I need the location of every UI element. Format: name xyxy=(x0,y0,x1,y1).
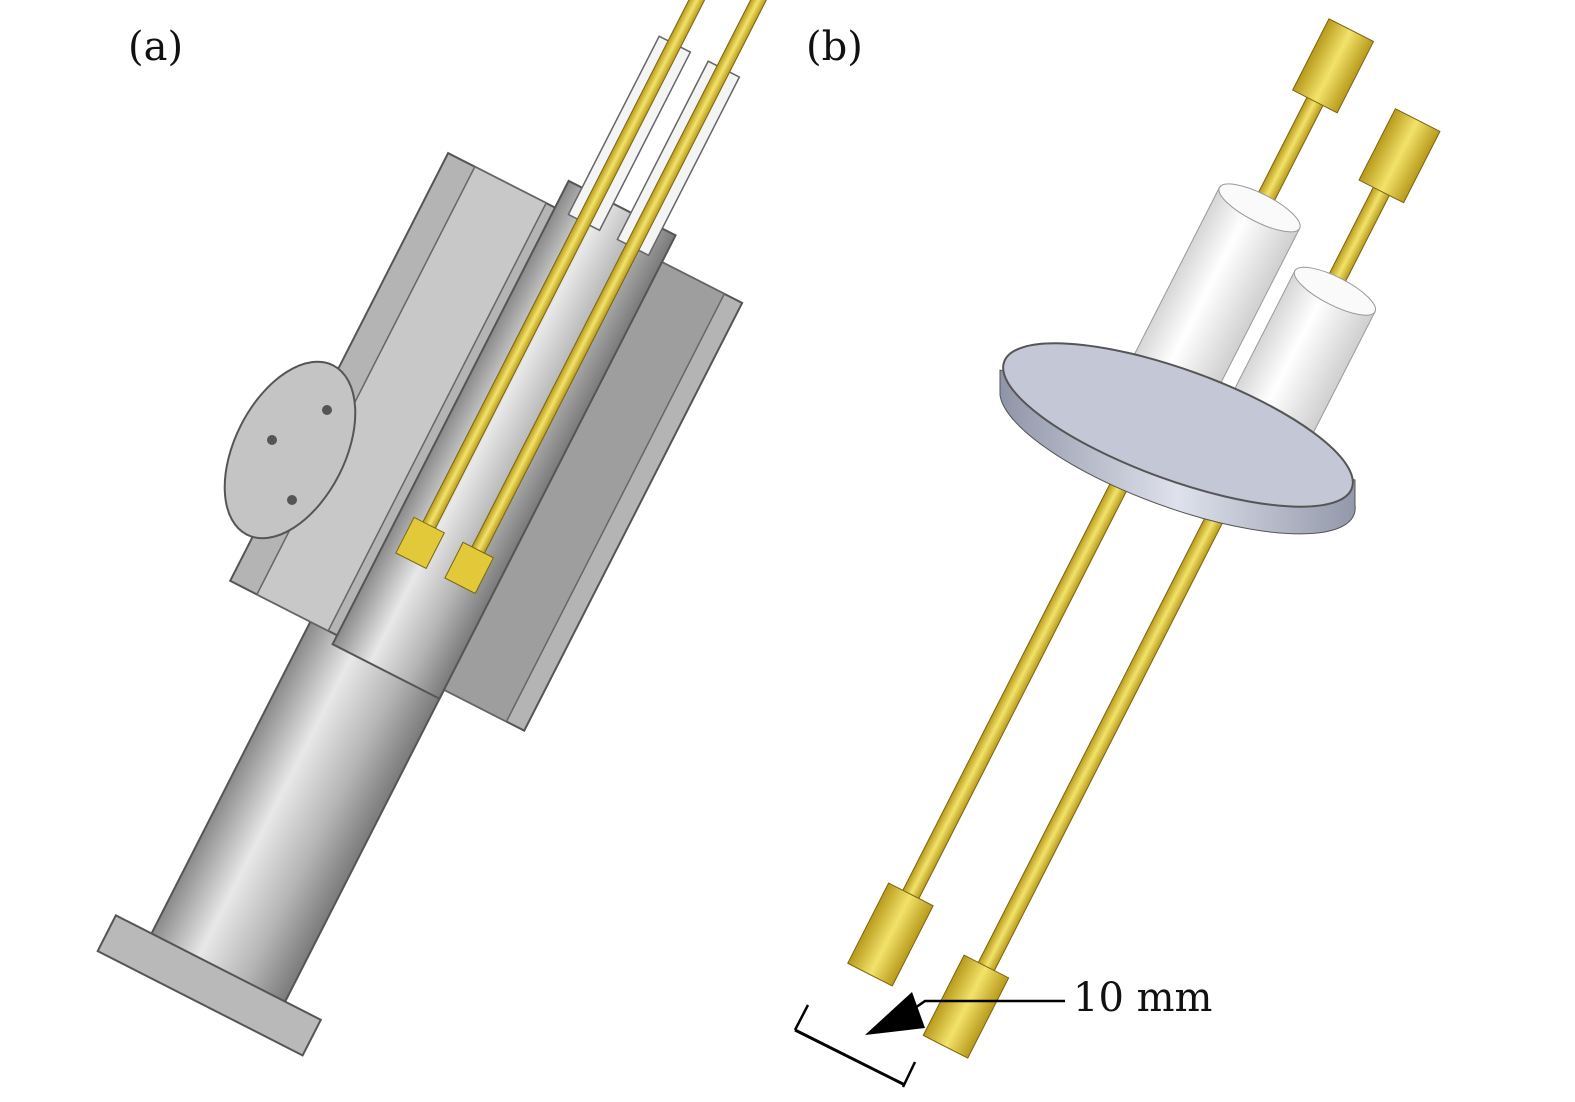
cf-flange xyxy=(999,342,1356,535)
bottom-flange xyxy=(96,914,323,1057)
panel-label-b: (b) xyxy=(806,24,863,70)
panel-label-a: (a) xyxy=(128,24,184,70)
connector-top xyxy=(1291,18,1375,114)
inner-bore xyxy=(331,179,677,701)
connector-bottom xyxy=(847,882,934,987)
connector-top xyxy=(1358,108,1441,204)
dimension-marker xyxy=(793,992,1065,1088)
connector xyxy=(395,516,446,570)
side-port-flange xyxy=(223,360,357,540)
dimension-label: 10 mm xyxy=(1073,975,1213,1021)
feedthrough-assembly xyxy=(793,18,1441,1088)
vacuum-chamber-assembly xyxy=(96,0,794,1057)
connector xyxy=(444,541,495,595)
connector-bottom xyxy=(922,954,1010,1059)
arrow-head xyxy=(865,992,925,1035)
